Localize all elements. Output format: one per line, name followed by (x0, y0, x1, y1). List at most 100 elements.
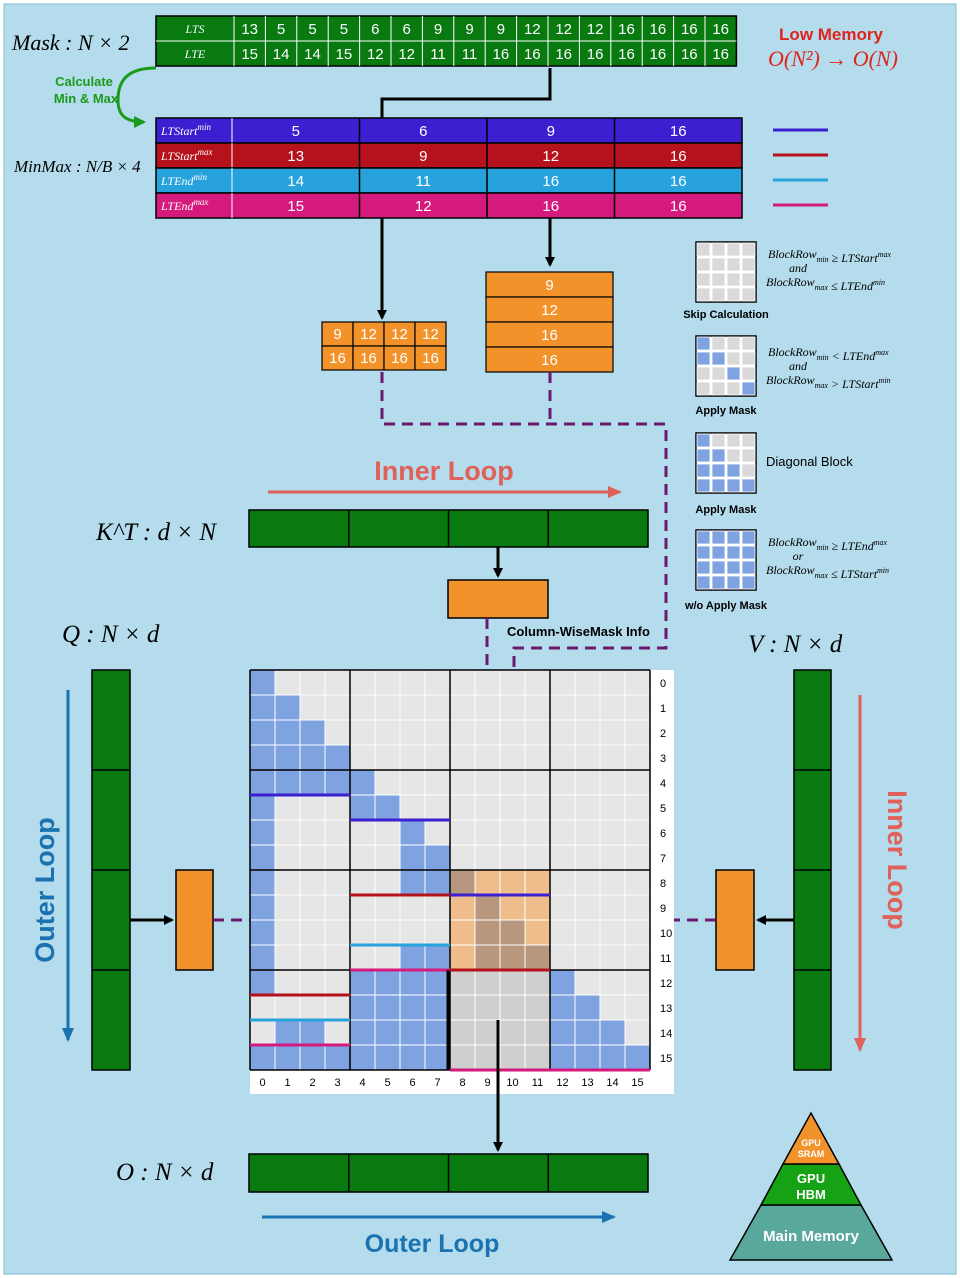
legend-box-cell (726, 381, 741, 396)
grid-cell (349, 919, 376, 946)
grid-cell (424, 994, 451, 1021)
grid-cell (249, 769, 276, 796)
mask-table: LTSLTE1315514514515612612911911916121612… (155, 15, 738, 67)
legend-box-cell (711, 366, 726, 381)
grid-cell (299, 1044, 326, 1071)
grid-col-number: 4 (359, 1077, 365, 1089)
low-memory-title: Low Memory (779, 25, 883, 44)
legend-box-cell (726, 463, 741, 478)
kt-label: K^T : d × N (95, 519, 217, 546)
minmax-value: 9 (547, 123, 555, 140)
grid-cell (624, 819, 651, 846)
legend-box-cell (711, 336, 726, 351)
legend-box-cell (726, 366, 741, 381)
mask-lts-value: 13 (241, 21, 258, 38)
grid-cell (374, 744, 401, 771)
minmax-value: 6 (419, 123, 427, 140)
legend-box-cell (726, 545, 741, 560)
minmax-value: 5 (292, 123, 300, 140)
grid-cell (399, 669, 426, 696)
grid-cell (549, 719, 576, 746)
grid-row-number: 4 (660, 778, 666, 790)
grid-cell (624, 794, 651, 821)
grid-cell (599, 694, 626, 721)
outer-loop-bottom-label: Outer Loop (365, 1230, 500, 1258)
legend-box-cell (711, 351, 726, 366)
grid-cell (574, 869, 601, 896)
grid-cell (549, 969, 576, 996)
legend-box-cell (711, 433, 726, 448)
grid-cell (549, 844, 576, 871)
grid-cell (324, 969, 351, 996)
grid-col-number: 1 (284, 1077, 290, 1089)
legend-box-cell (741, 575, 756, 590)
grid-cell (374, 819, 401, 846)
grid-cell (249, 919, 276, 946)
grid-cell (249, 694, 276, 721)
vertical-orange-value: 12 (541, 302, 558, 319)
v-label: V : N × d (748, 631, 843, 658)
legend-box-cell (696, 560, 711, 575)
mask-lte-value: 15 (241, 46, 258, 63)
calc-label-line2: Min & Max (54, 91, 119, 106)
grid-cell (574, 719, 601, 746)
minmax-value: 16 (670, 198, 687, 215)
grid-cell (249, 1044, 276, 1071)
mask-lts-label: LTS (184, 22, 204, 36)
grid-cell (574, 944, 601, 971)
grid-cell (499, 719, 526, 746)
q-label: Q : N × d (62, 621, 160, 648)
mask-lte-value: 16 (587, 46, 604, 63)
grid-cell (474, 794, 501, 821)
grid-col-number: 11 (532, 1077, 543, 1089)
mask-lte-value: 16 (618, 46, 635, 63)
grid-cell (249, 944, 276, 971)
legend-box-cell (726, 448, 741, 463)
pyramid-mid-label-1: GPU (797, 1171, 825, 1186)
grid-cell (249, 669, 276, 696)
grid-cell (499, 894, 526, 921)
grid-cell (274, 894, 301, 921)
grid-cell (574, 969, 601, 996)
grid-cell (549, 744, 576, 771)
grid-cell (274, 719, 301, 746)
small-orange-value: 12 (422, 326, 439, 343)
grid-cell (299, 844, 326, 871)
grid-cell (599, 719, 626, 746)
grid-row-number: 6 (660, 828, 666, 840)
grid-col-number: 9 (484, 1077, 490, 1089)
grid-cell (424, 944, 451, 971)
grid-row-number: 2 (660, 728, 666, 740)
grid-cell (374, 994, 401, 1021)
grid-row-number: 12 (660, 978, 672, 990)
grid-cell (349, 819, 376, 846)
small-orange-value: 16 (360, 350, 377, 367)
grid-cell (599, 819, 626, 846)
grid-cell (624, 969, 651, 996)
grid-cell (424, 1044, 451, 1071)
legend-caption: Apply Mask (695, 504, 757, 516)
mask-lts-value: 5 (277, 21, 285, 38)
grid-cell (249, 969, 276, 996)
pyramid-bottom-label: Main Memory (763, 1228, 860, 1245)
legend-box-cell (696, 545, 711, 560)
legend-box-cell (726, 530, 741, 545)
grid-cell (299, 744, 326, 771)
legend-box-cell (741, 272, 756, 287)
q-orange-block (175, 869, 214, 971)
inner-loop-top-label: Inner Loop (374, 456, 513, 486)
grid-cell (299, 769, 326, 796)
grid-cell (549, 994, 576, 1021)
grid-cell (299, 944, 326, 971)
minmax-row (155, 167, 743, 194)
grid-cell (424, 1019, 451, 1046)
minmax-row-label: LTStartmin (160, 122, 211, 138)
small-orange-value: 16 (329, 350, 346, 367)
grid-cell (599, 794, 626, 821)
grid-cell (349, 844, 376, 871)
legend-box-cell (696, 433, 711, 448)
grid-cell (324, 994, 351, 1021)
grid-cell (249, 994, 276, 1021)
grid-col-number: 14 (606, 1077, 618, 1089)
